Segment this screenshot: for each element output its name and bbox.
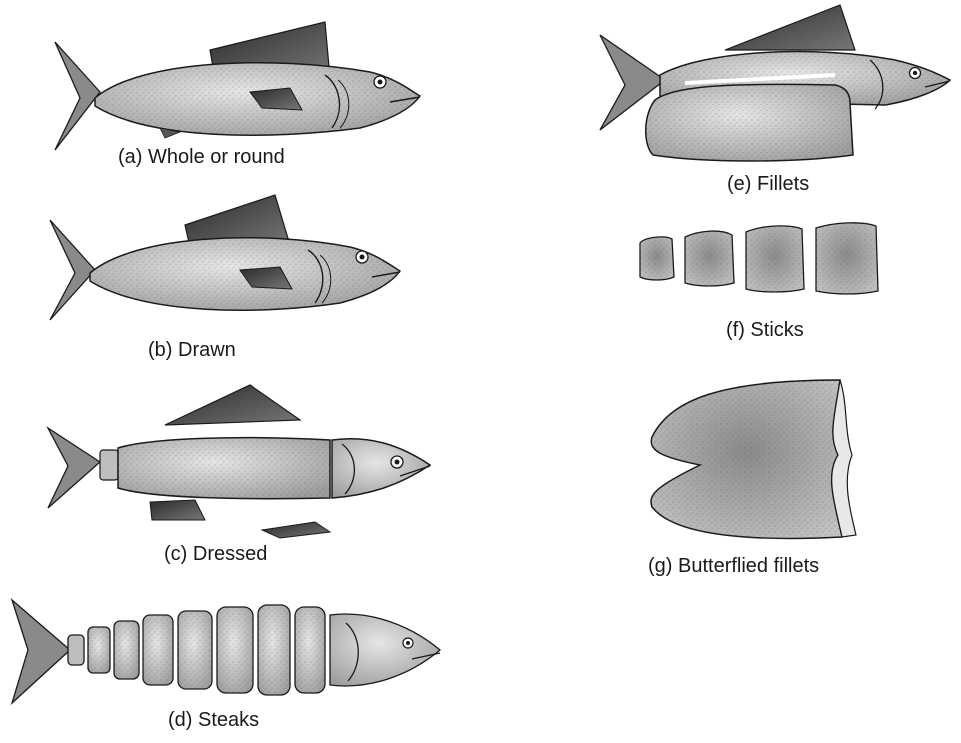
caption-fillets: (e) Fillets	[727, 173, 809, 195]
whole-fish-illustration	[40, 20, 430, 200]
dressed-fish-illustration	[40, 380, 440, 530]
fillets-illustration	[595, 5, 960, 165]
panel-drawn: (b) Drawn	[40, 195, 430, 370]
caption-steaks: (d) Steaks	[168, 709, 259, 731]
caption-dressed: (c) Dressed	[164, 543, 267, 565]
panel-sticks: (f) Sticks	[630, 215, 890, 345]
caption-drawn: (b) Drawn	[148, 339, 236, 361]
panel-whole-or-round: (a) Whole or round	[40, 20, 430, 200]
butterflied-fillets-illustration	[630, 375, 860, 545]
caption-sticks: (f) Sticks	[726, 319, 804, 341]
panel-fillets: (e) Fillets	[595, 5, 960, 200]
removed-fin-piece	[260, 520, 340, 540]
panel-butterflied-fillets: (g) Butterflied fillets	[630, 375, 930, 585]
drawn-fish-illustration	[40, 195, 430, 325]
panel-steaks: (d) Steaks	[10, 595, 450, 743]
caption-butterflied-fillets: (g) Butterflied fillets	[648, 555, 819, 577]
sticks-illustration	[630, 215, 890, 295]
caption-whole-or-round: (a) Whole or round	[118, 146, 285, 168]
panel-dressed: (c) Dressed	[40, 380, 440, 570]
steaks-illustration	[10, 595, 450, 705]
